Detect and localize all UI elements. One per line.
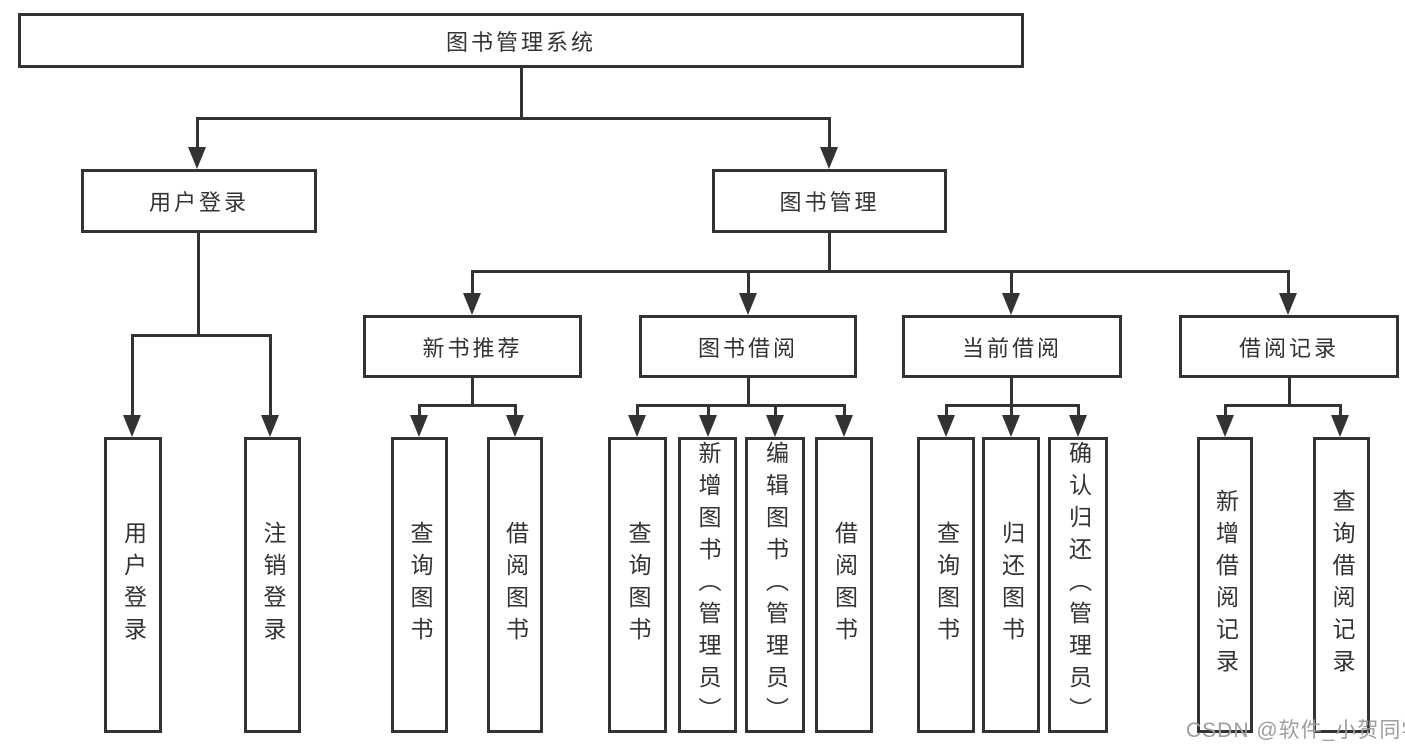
arrowhead-down-icon <box>820 147 838 169</box>
leaf-borrow-book-rec: 借阅图书 <box>487 437 543 733</box>
connector-vline <box>747 378 750 406</box>
node-book-manage: 图书管理 <box>712 169 947 233</box>
watermark-text: CSDN @软件_小贺同学 <box>1186 719 1405 742</box>
arrowhead-down-icon <box>261 415 279 437</box>
arrowhead-down-icon <box>739 293 757 315</box>
connector-vline <box>196 117 199 150</box>
leaf-query-book-current: 查询图书 <box>917 437 975 733</box>
connector-vline <box>945 404 948 417</box>
leaf-edit-book-admin: 编辑图书（管理员） <box>745 437 805 733</box>
node-new-book-recommend: 新书推荐 <box>363 315 582 378</box>
leaf-add-borrow-record-label: 新增借阅记录 <box>1212 489 1239 681</box>
leaf-query-book-rec: 查询图书 <box>391 437 448 733</box>
arrowhead-down-icon <box>1002 415 1020 437</box>
arrowhead-down-icon <box>123 415 141 437</box>
leaf-query-book-borrow: 查询图书 <box>608 437 667 733</box>
leaf-query-book-current-label: 查询图书 <box>933 521 960 649</box>
arrowhead-down-icon <box>1069 415 1087 437</box>
connector-vline <box>418 404 421 417</box>
connector-hline <box>636 404 845 407</box>
arrowhead-down-icon <box>699 415 717 437</box>
leaf-return-book: 归还图书 <box>982 437 1040 733</box>
connector-vline <box>1288 378 1291 406</box>
connector-vline <box>471 378 474 406</box>
connector-vline <box>1010 378 1013 406</box>
arrowhead-down-icon <box>506 415 524 437</box>
connector-vline <box>1339 404 1342 417</box>
arrowhead-down-icon <box>1002 293 1020 315</box>
connector-vline <box>828 117 831 150</box>
connector-vline <box>197 233 200 336</box>
arrowhead-down-icon <box>1331 415 1349 437</box>
arrowhead-down-icon <box>937 415 955 437</box>
connector-hline <box>132 334 272 337</box>
node-current-borrow: 当前借阅 <box>902 315 1122 378</box>
connector-vline <box>514 404 517 417</box>
connector-vline <box>1010 270 1013 295</box>
connector-vline <box>471 270 474 295</box>
connector-vline <box>636 404 639 417</box>
connector-vline <box>747 270 750 295</box>
leaf-return-book-label: 归还图书 <box>998 521 1025 649</box>
connector-vline <box>1077 404 1080 417</box>
connector-hline <box>471 270 1290 273</box>
arrowhead-down-icon <box>188 147 206 169</box>
leaf-query-book-rec-label: 查询图书 <box>407 521 433 649</box>
arrowhead-down-icon <box>766 415 784 437</box>
leaf-confirm-return-admin: 确认归还（管理员） <box>1048 437 1108 733</box>
leaf-query-book-borrow-label: 查询图书 <box>625 521 651 649</box>
arrowhead-down-icon <box>1279 293 1297 315</box>
arrowhead-down-icon <box>628 415 646 437</box>
leaf-borrow-book-borrow-label: 借阅图书 <box>831 521 858 649</box>
leaf-logout-login-label: 注销登录 <box>260 521 286 649</box>
leaf-borrow-book-rec-label: 借阅图书 <box>502 521 529 649</box>
connector-vline <box>1224 404 1227 417</box>
connector-vline <box>131 334 134 417</box>
connector-vline <box>707 404 710 417</box>
connector-hline <box>1224 404 1341 407</box>
connector-vline <box>1010 404 1013 417</box>
connector-vline <box>520 68 523 118</box>
node-borrow-record: 借阅记录 <box>1179 315 1399 378</box>
connector-vline <box>843 404 846 417</box>
leaf-logout-login: 注销登录 <box>244 437 301 733</box>
node-user-login: 用户登录 <box>81 169 317 233</box>
leaf-add-book-admin-label: 新增图书（管理员） <box>695 441 721 729</box>
leaf-confirm-return-admin-label: 确认归还（管理员） <box>1065 441 1092 729</box>
arrowhead-down-icon <box>463 293 481 315</box>
node-root: 图书管理系统 <box>18 13 1024 68</box>
connector-hline <box>197 117 831 120</box>
leaf-query-borrow-record-label: 查询借阅记录 <box>1329 489 1355 681</box>
leaf-borrow-book-borrow: 借阅图书 <box>815 437 873 733</box>
leaf-user-login: 用户登录 <box>104 437 162 733</box>
connector-vline <box>828 233 831 273</box>
arrowhead-down-icon <box>410 415 428 437</box>
connector-vline <box>1287 270 1290 295</box>
connector-vline <box>269 334 272 417</box>
arrowhead-down-icon <box>835 415 853 437</box>
arrowhead-down-icon <box>1216 415 1234 437</box>
leaf-user-login-label: 用户登录 <box>120 521 147 649</box>
leaf-add-borrow-record: 新增借阅记录 <box>1197 437 1253 733</box>
leaf-edit-book-admin-label: 编辑图书（管理员） <box>762 441 789 729</box>
connector-hline <box>418 404 517 407</box>
connector-vline <box>774 404 777 417</box>
leaf-add-book-admin: 新增图书（管理员） <box>678 437 737 733</box>
leaf-query-borrow-record: 查询借阅记录 <box>1313 437 1370 733</box>
node-book-borrow: 图书借阅 <box>639 315 857 378</box>
